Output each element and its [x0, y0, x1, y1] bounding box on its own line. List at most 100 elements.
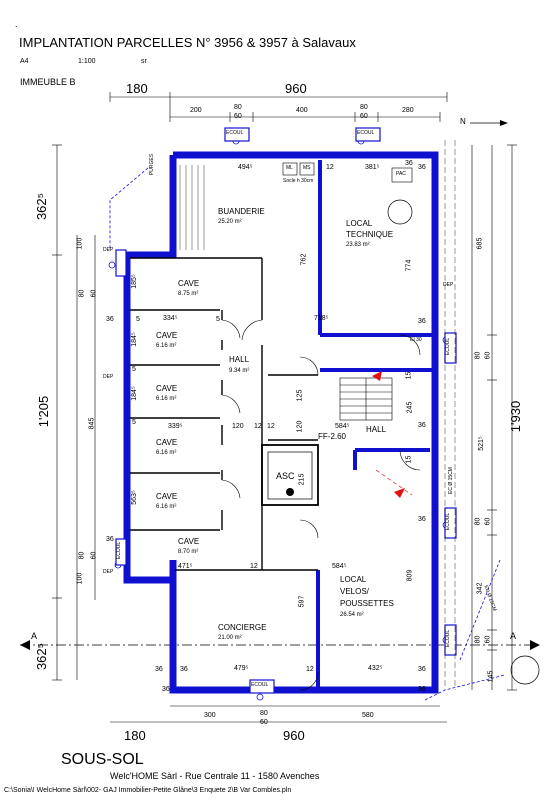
room-localtech-name1: LOCAL [346, 219, 373, 228]
idim-4795: 479⁵ [234, 665, 249, 672]
drawing-author: sr [141, 58, 147, 65]
idim-597: 597 [298, 595, 306, 608]
room-localtech-area: 23.83 m² [346, 242, 370, 248]
room-velos-name2: VELOS/ [340, 587, 369, 596]
idim-1855: 185⁵ [130, 274, 138, 289]
idim-12b: 12 [254, 423, 262, 430]
room-velos-name1: LOCAL [340, 575, 367, 584]
room-cave5-area: 6.16 m² [156, 504, 177, 510]
room-buanderie-area: 25.20 m² [218, 219, 242, 225]
room-cave4-name: CAVE [156, 438, 178, 447]
ecoul-label-7: ECOUL [116, 541, 123, 560]
idim-36j: 36 [155, 666, 163, 673]
ml-label: ML [286, 165, 293, 171]
ecoul-label-2: ECOUL [357, 130, 375, 136]
idim-4325: 432⁵ [368, 665, 383, 672]
drawing-title: IMPLANTATION PARCELLES N° 3956 & 3957 à … [19, 35, 356, 50]
ei30-label: EI 30 [410, 337, 422, 343]
idim-3815: 381⁵ [365, 164, 380, 171]
dim-left-3625a: 362⁵ [34, 192, 50, 221]
idim-36g: 36 [106, 536, 114, 543]
dim-right-80a: 80 [474, 351, 482, 360]
idim-774: 774 [405, 259, 413, 272]
dim-bot-300: 300 [204, 712, 216, 719]
idim-762: 762 [300, 253, 308, 266]
company-info: Welc'HOME Sàrl - Rue Centrale 11 - 1580 … [110, 771, 320, 781]
dep-label-1: DEP [103, 247, 114, 253]
room-hall1-name: HALL [229, 355, 250, 364]
dim-top-80a: 80 [234, 104, 242, 111]
dim-right-1930: 1'930 [508, 400, 524, 433]
dim-right-80b: 80 [474, 517, 482, 526]
idim-12d: 12 [250, 563, 258, 570]
dim-bot-left: 180 [124, 728, 146, 743]
dim-right-5215: 521⁵ [477, 436, 485, 451]
paper-size: A4 [20, 58, 29, 65]
dim-right-60b: 60 [484, 517, 492, 526]
room-elevator: ASC [276, 471, 295, 481]
north-label: N [460, 117, 466, 126]
pac-label: PAC [396, 171, 406, 177]
idim-36d: 36 [418, 318, 426, 325]
idim-5845a: 584⁵ [335, 423, 350, 430]
idim-15b: 15 [405, 455, 413, 464]
room-localtech-name2: TECHNIQUE [346, 230, 394, 239]
dim-top-280: 280 [402, 107, 414, 114]
dim-right-145: 145 [487, 670, 495, 683]
idim-1845a: 184⁵ [130, 332, 138, 347]
dim-bot-80: 80 [260, 710, 268, 717]
dim-bot-580: 580 [362, 712, 374, 719]
room-cave1-area: 8.75 m² [178, 291, 199, 297]
idim-245: 245 [406, 401, 414, 414]
idim-36e: 36 [418, 422, 426, 429]
dim-top-200: 200 [190, 107, 202, 114]
room-cave6-name: CAVE [178, 537, 200, 546]
idim-12e: 12 [306, 666, 314, 673]
idim-120a: 120 [232, 423, 244, 430]
idim-12c: 12 [267, 423, 275, 430]
idim-7185: 718⁵ [314, 315, 329, 322]
ecoul-label-3: ECOUL [445, 337, 452, 356]
idim-1845b: 184⁵ [130, 386, 138, 401]
idim-5845b: 584⁵ [332, 563, 347, 570]
idim-4715: 471⁵ [178, 563, 193, 570]
dim-left-100a: 100 [76, 237, 84, 250]
idim-5b: 5 [216, 316, 220, 323]
file-path: C:\Sonia\! WelcHome Sàrl\002- GAJ Immobi… [4, 787, 292, 794]
dim-top-60b: 60 [360, 113, 368, 120]
purges-label: PURGES [149, 153, 156, 176]
idim-36l: 36 [162, 686, 170, 693]
room-concierge-name: CONCIERGE [218, 623, 267, 632]
ms-label: MS [303, 165, 311, 171]
room-hall2-name: HALL [366, 425, 387, 434]
dim-left-60a: 60 [90, 289, 98, 298]
idim-36k: 36 [418, 686, 426, 693]
idim-4945: 494⁵ [238, 164, 253, 171]
dim-top-400: 400 [296, 107, 308, 114]
idim-5c: 5 [132, 366, 136, 373]
dep-label-3: DEP [103, 569, 114, 575]
dep-label-2: DEP [103, 374, 114, 380]
room-hall1-area: 9.34 m² [229, 368, 250, 374]
room-concierge-area: 21.00 m² [218, 635, 242, 641]
idim-120b: 120 [296, 420, 304, 433]
idim-36f: 36 [418, 516, 426, 523]
idim-125: 125 [296, 389, 304, 402]
idim-3345: 334⁵ [163, 315, 178, 322]
idim-15a: 15 [405, 371, 413, 380]
dim-left-80a: 80 [78, 289, 86, 298]
idim-5635: 563⁵ [130, 490, 138, 505]
building-name: IMMEUBLE B [20, 77, 76, 87]
idim-36b: 36 [418, 164, 426, 171]
idim-809: 809 [406, 569, 414, 582]
ecoul-label-4: ECOUL [445, 512, 452, 531]
dim-left-3625b: 362⁵ [34, 642, 50, 671]
dim-left-1205: 1'205 [36, 395, 52, 428]
ecoul-label-6: ECOUL [251, 682, 269, 688]
dim-bot-main: 960 [283, 728, 305, 743]
room-velos-area: 26.54 m² [340, 612, 364, 618]
dim-bot-60: 60 [260, 719, 268, 726]
ecoul-label-5: ECOUL [445, 629, 452, 648]
section-a-right: A [510, 631, 517, 641]
dim-right-60c: 60 [484, 635, 492, 644]
